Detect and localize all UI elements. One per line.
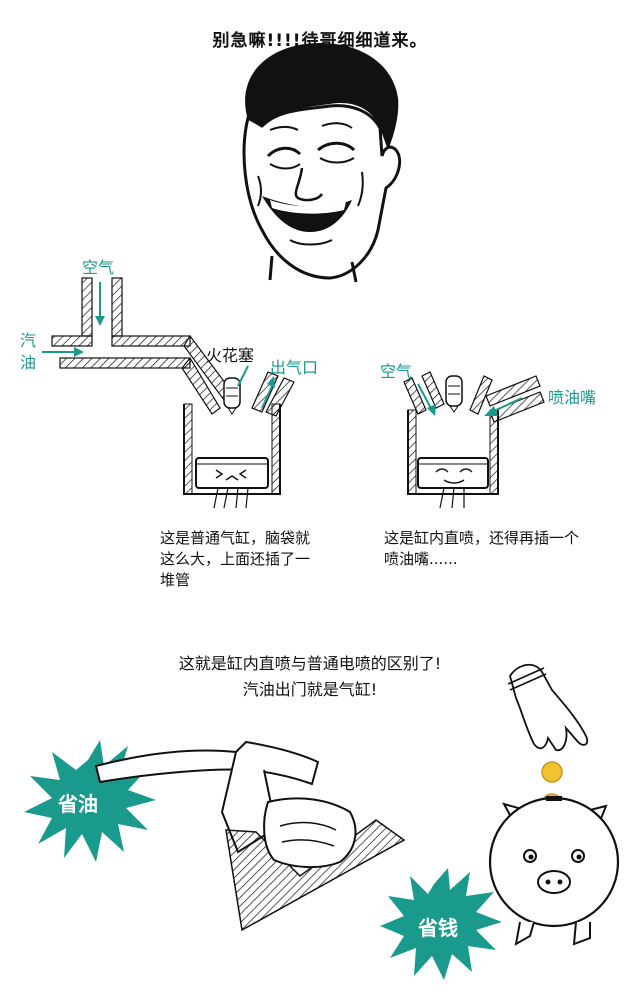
left-air-label: 空气 xyxy=(82,258,115,277)
page-title: 别急嘛!!!!待哥细细道来。 xyxy=(212,31,428,51)
save-money-badge: 省钱 xyxy=(418,916,458,940)
conclusion-line-1: 这就是缸内直喷与普通电喷的区别了! xyxy=(178,654,442,673)
exhaust-label: 出气口 xyxy=(270,358,319,377)
right-air-label: 空气 xyxy=(380,362,413,381)
save-fuel-badge: 省油 xyxy=(58,792,98,816)
left-caption: 这是普通气缸，脑袋就这么大，上面还插了一堆管 xyxy=(160,529,311,589)
injector-label: 喷油嘴 xyxy=(548,388,597,407)
piggy-bank-illustration xyxy=(488,796,620,946)
fuel-nozzle-illustration xyxy=(94,740,406,932)
spark-plug-label: 火花塞 xyxy=(206,346,255,365)
fuel-label: 汽 油 xyxy=(20,331,37,372)
right-caption: 这是缸内直喷，还得再插一个喷油嘴...... xyxy=(384,529,580,568)
conclusion-line-2: 汽油出门就是气缸! xyxy=(242,680,378,699)
